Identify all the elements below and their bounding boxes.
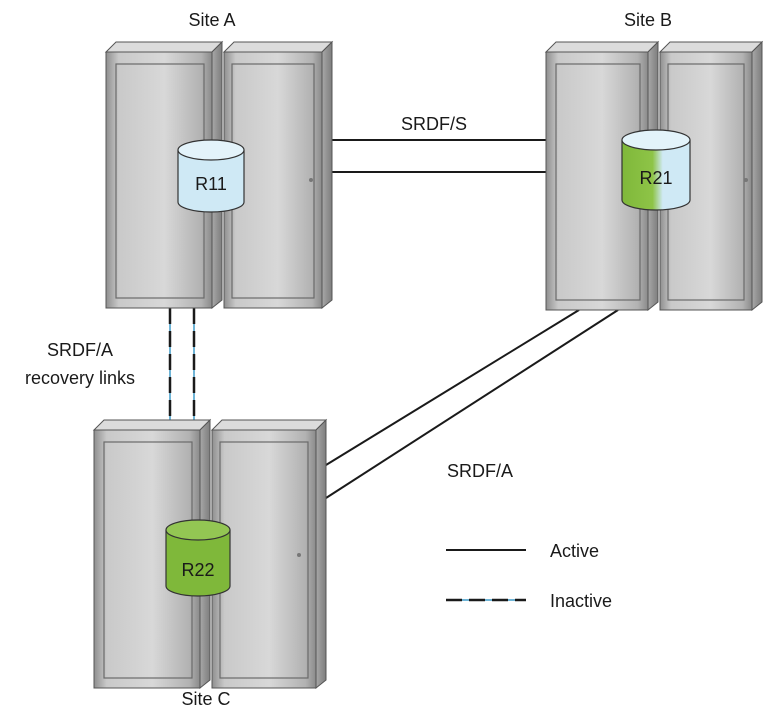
site-b-storage-array: R21 xyxy=(544,40,763,312)
site-a-label: Site A xyxy=(188,10,235,30)
legend: Active Inactive xyxy=(446,541,612,611)
site-a-storage-array: R11 xyxy=(104,40,334,310)
r22-device: R22 xyxy=(165,519,231,597)
r11-device: R11 xyxy=(177,139,245,213)
srdf-s-link xyxy=(330,139,546,173)
srdf-a-recovery-label-line2: recovery links xyxy=(25,368,135,388)
legend-inactive-label: Inactive xyxy=(550,591,612,611)
r21-label: R21 xyxy=(639,168,672,188)
r21-device: R21 xyxy=(621,129,691,211)
r11-label: R11 xyxy=(195,174,227,194)
site-c-label: Site C xyxy=(181,689,230,709)
srdf-s-label: SRDF/S xyxy=(401,114,467,134)
srdf-a-recovery-label-line1: SRDF/A xyxy=(47,340,113,360)
r22-label: R22 xyxy=(181,560,214,580)
legend-active-label: Active xyxy=(550,541,599,561)
site-c-storage-array: R22 xyxy=(92,418,328,690)
srdf-a-link xyxy=(325,309,619,499)
site-b-label: Site B xyxy=(624,10,672,30)
srdf-a-label: SRDF/A xyxy=(447,461,513,481)
srdf-a-recovery-links xyxy=(168,308,196,422)
